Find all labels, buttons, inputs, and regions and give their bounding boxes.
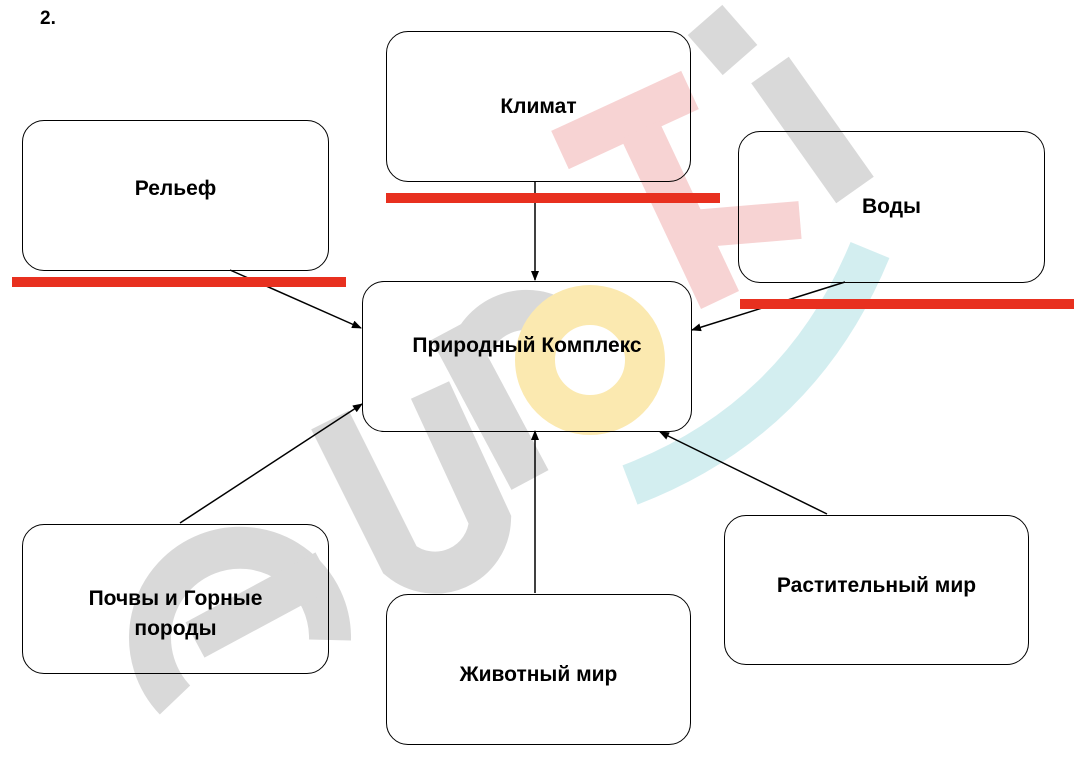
node-fauna: Животный мир bbox=[386, 594, 691, 745]
node-relief: Рельеф bbox=[22, 120, 329, 271]
node-center-label: Природный Комплекс bbox=[412, 333, 642, 357]
node-climate: Климат bbox=[386, 31, 691, 182]
node-waters-label: Воды bbox=[862, 195, 921, 218]
node-waters: Воды bbox=[738, 131, 1045, 283]
arrow-soils-center bbox=[179, 403, 363, 524]
node-flora-label: Растительный мир bbox=[776, 574, 977, 597]
node-soils: Почвы и Горные породы bbox=[22, 524, 329, 674]
watermark-swoosh bbox=[622, 241, 890, 505]
node-climate-label: Климат bbox=[500, 94, 577, 118]
watermark-i bbox=[687, 4, 874, 204]
watermark-u bbox=[311, 381, 512, 594]
underline-relief bbox=[12, 277, 346, 287]
watermark-k bbox=[551, 70, 802, 309]
underline-climate bbox=[386, 193, 720, 203]
arrow-flora-center bbox=[659, 431, 828, 515]
node-relief-label: Рельеф bbox=[134, 176, 217, 200]
task-number: 2. bbox=[40, 8, 56, 29]
watermark-o bbox=[515, 285, 665, 435]
node-soils-label: Почвы и Горные породы bbox=[88, 587, 263, 640]
node-fauna-label: Животный мир bbox=[459, 662, 618, 686]
watermark-e bbox=[129, 526, 352, 715]
node-center: Природный Комплекс bbox=[362, 281, 692, 432]
underline-waters bbox=[740, 299, 1074, 309]
node-flora: Растительный мир bbox=[724, 515, 1029, 665]
